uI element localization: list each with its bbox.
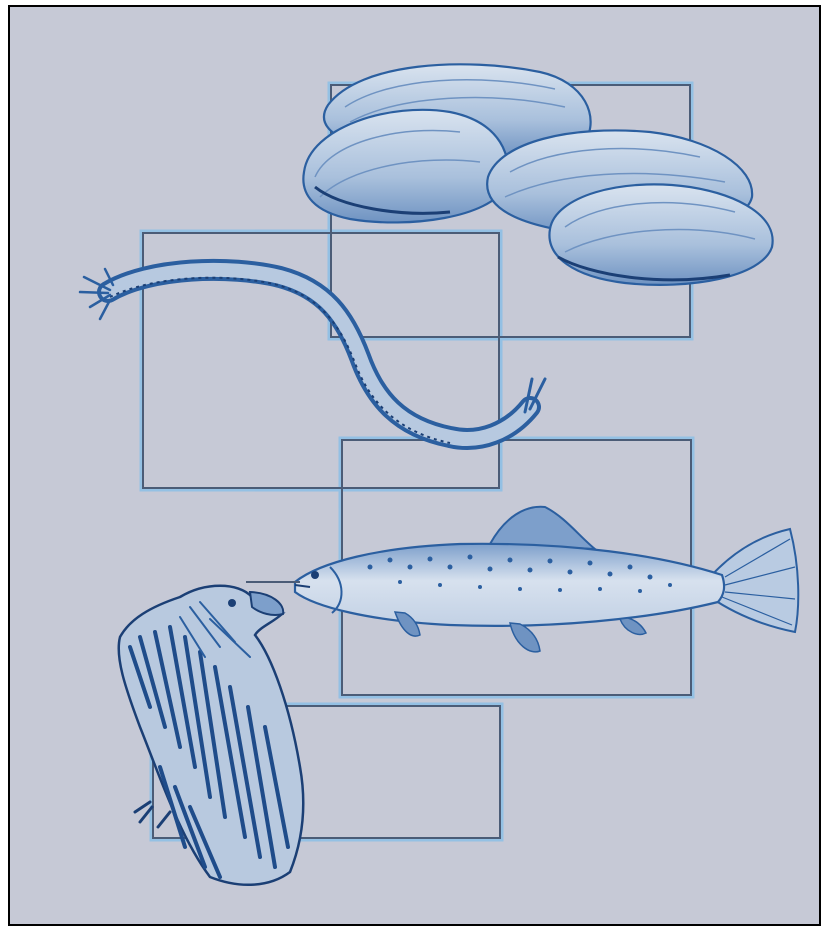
food-chain-diagram bbox=[10, 7, 821, 926]
image-frame bbox=[8, 5, 821, 926]
